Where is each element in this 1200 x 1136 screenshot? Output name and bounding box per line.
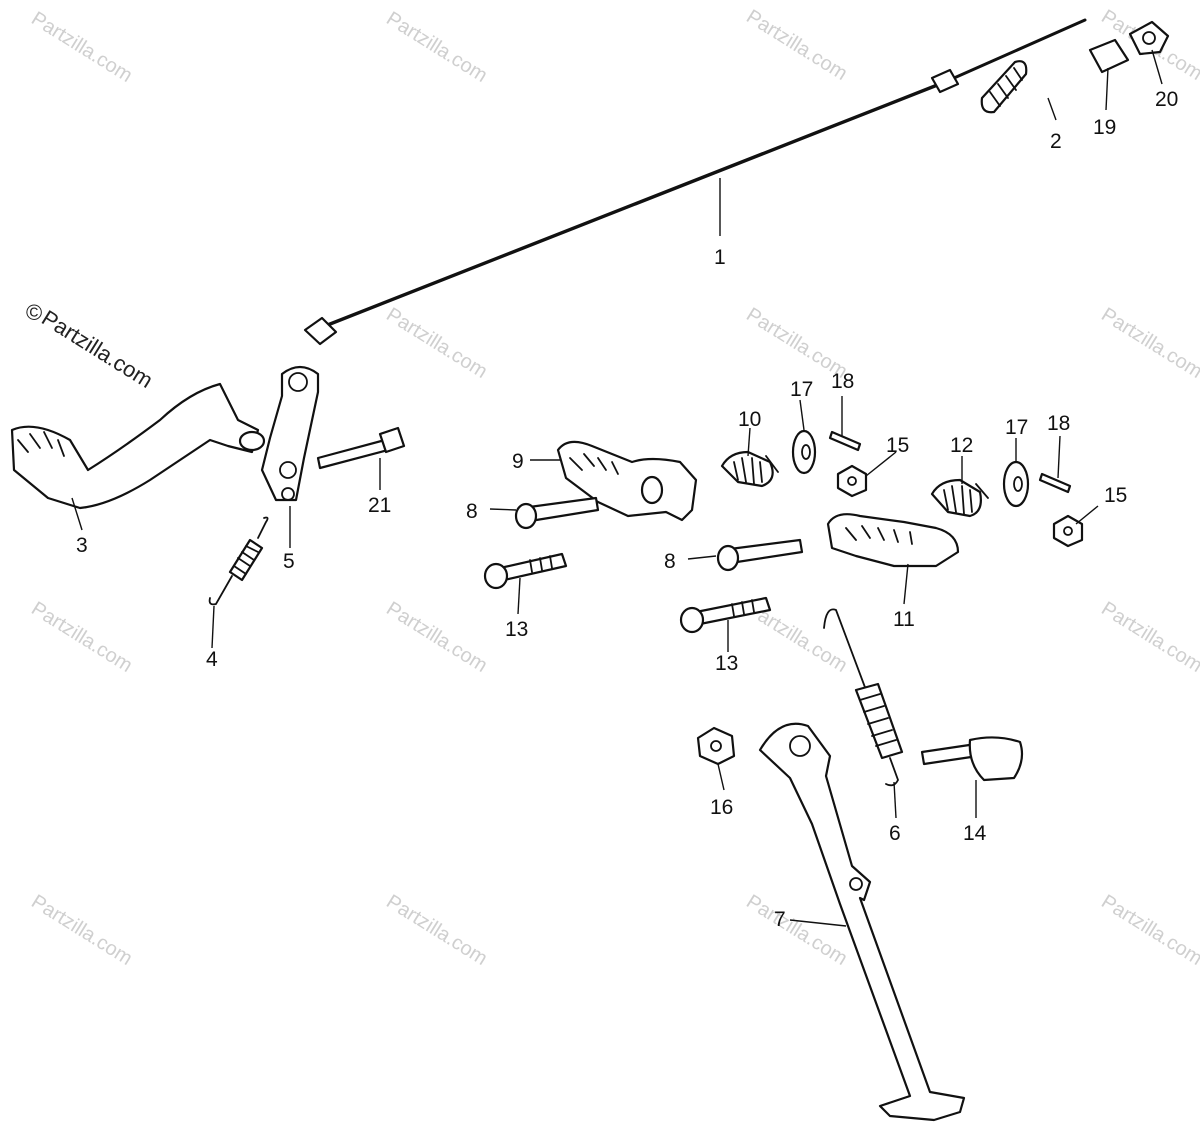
callout-8b: 8 — [664, 550, 676, 573]
callout-15b: 15 — [1104, 484, 1127, 507]
callout-12: 12 — [950, 434, 973, 457]
part-spring-2 — [980, 60, 1028, 114]
watermark: Partzilla.com — [382, 8, 491, 87]
callout-19: 19 — [1093, 116, 1116, 139]
callout-21: 21 — [368, 494, 391, 517]
callout-labels: 1 2 19 20 3 4 5 21 8 8 9 10 17 18 15 12 … — [76, 88, 1178, 931]
part-nut-15a — [836, 464, 868, 498]
callout-7: 7 — [774, 908, 786, 931]
part-nut-15b — [1052, 514, 1084, 548]
part-brake-pedal — [10, 382, 266, 510]
part-spring-10 — [720, 450, 779, 488]
watermark: Partzilla.com — [1097, 598, 1200, 677]
part-washer-17a — [791, 429, 817, 475]
watermark: Partzilla.com — [27, 598, 136, 677]
part-screw-13b — [679, 596, 772, 634]
callout-6: 6 — [889, 822, 901, 845]
part-footpeg-right — [826, 513, 960, 568]
watermark: Partzilla.com — [742, 6, 851, 85]
callout-3: 3 — [76, 534, 88, 557]
callout-10: 10 — [738, 408, 761, 431]
callout-5: 5 — [283, 550, 295, 573]
part-footpeg-left — [556, 440, 698, 522]
part-washer-17b — [1002, 460, 1030, 508]
watermark-dark: © Partzilla.com — [26, 300, 157, 393]
callout-17b: 17 — [1005, 416, 1028, 439]
watermark: Partzilla.com — [382, 598, 491, 677]
part-bolt-21 — [316, 426, 406, 470]
callout-1: 1 — [714, 246, 726, 269]
watermark: Partzilla.com — [382, 891, 491, 970]
callout-4: 4 — [206, 648, 218, 671]
part-pin-18b — [1038, 472, 1072, 494]
callout-20: 20 — [1155, 88, 1178, 111]
part-bolt-14 — [920, 736, 1024, 782]
callout-8a: 8 — [466, 500, 478, 523]
part-screw-13a — [483, 552, 568, 590]
callout-2: 2 — [1050, 130, 1062, 153]
part-spring-12 — [930, 478, 989, 518]
watermark: Partzilla.com — [742, 891, 851, 970]
part-pedal-arm — [260, 365, 320, 502]
watermark: Partzilla.com — [27, 8, 136, 87]
callout-14: 14 — [963, 822, 987, 845]
callout-18a: 18 — [831, 370, 854, 393]
callout-16: 16 — [710, 796, 733, 819]
part-collar-19 — [1088, 38, 1130, 74]
part-brake-rod — [303, 18, 1087, 346]
callout-9: 9 — [512, 450, 524, 473]
part-nut-20 — [1128, 20, 1170, 56]
callout-13b: 13 — [715, 652, 738, 675]
watermark: Partzilla.com — [382, 304, 491, 383]
watermark-text: Partzilla.com — [37, 305, 157, 393]
leader-lines — [71, 49, 1163, 927]
watermark: Partzilla.com — [1097, 304, 1200, 383]
part-spring-6 — [823, 608, 904, 787]
callout-18b: 18 — [1047, 412, 1070, 435]
part-side-stand — [758, 722, 966, 1122]
callout-15a: 15 — [886, 434, 909, 457]
part-pin-18a — [828, 430, 862, 452]
watermark: Partzilla.com — [27, 891, 136, 970]
part-pin-8a — [514, 496, 600, 530]
callout-13a: 13 — [505, 618, 528, 641]
part-pin-8b — [716, 538, 804, 572]
part-spring-4 — [208, 516, 269, 606]
callout-11: 11 — [893, 608, 915, 631]
copyright-symbol: © — [26, 300, 42, 325]
watermark: Partzilla.com — [1097, 891, 1200, 970]
part-nut-16 — [696, 726, 736, 766]
callout-17a: 17 — [790, 378, 813, 401]
